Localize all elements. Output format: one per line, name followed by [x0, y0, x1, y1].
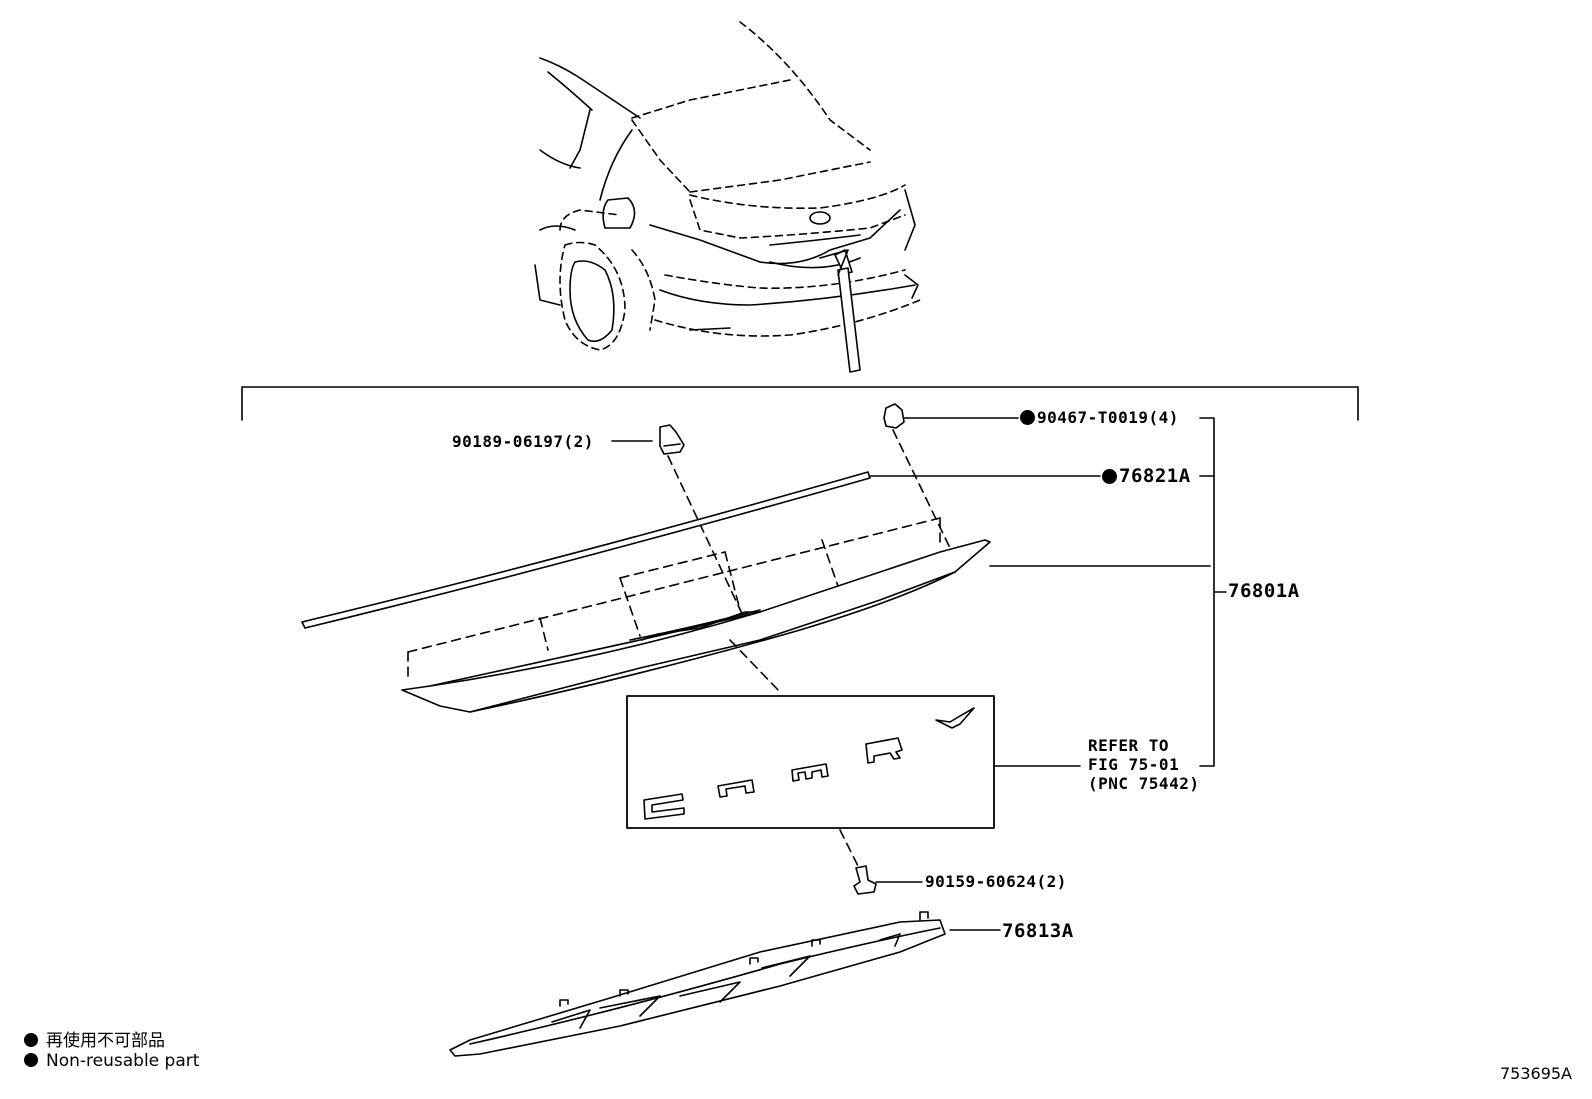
- non-reusable-dot-icon: [24, 1053, 38, 1067]
- part-number-90467: 90467-T0019(4): [1037, 408, 1179, 427]
- car-rear-illustration: [534, 21, 921, 373]
- refer-line-1: REFER TO: [1088, 736, 1170, 755]
- legend-text-en: Non-reusable part: [46, 1051, 200, 1071]
- part-number-90159: 90159-60624(2): [925, 872, 1067, 891]
- refer-line-2: FIG 75-01: [1088, 755, 1180, 774]
- clip-90189: [611, 424, 746, 621]
- refer-note: REFER TO FIG 75-01 (PNC 75442): [1088, 736, 1199, 793]
- screw-90159: [853, 865, 923, 895]
- part-number-76821a: 76821A: [1119, 465, 1191, 487]
- legend-english: Non-reusable part: [24, 1051, 199, 1071]
- garnish-76801a: [401, 517, 1211, 713]
- part-label-76821a: 76821A: [1102, 465, 1191, 487]
- part-number-76813a: 76813A: [1002, 920, 1074, 942]
- part-number-76801a: 76801A: [1228, 580, 1300, 602]
- figure-number: 753695A: [1499, 1064, 1572, 1083]
- part-label-90159: 90159-60624(2): [925, 872, 1067, 891]
- clip-90467: [883, 403, 1019, 549]
- part-label-90467: 90467-T0019(4): [1020, 408, 1179, 427]
- assembly-bracket: [241, 386, 1359, 421]
- molding-76821a: [301, 471, 1101, 629]
- non-reusable-dot-icon: [24, 1033, 38, 1047]
- legend-japanese: 再使用不可部品: [24, 1026, 165, 1051]
- assembly-bracket-right: [1199, 417, 1227, 767]
- non-reusable-dot-icon: [1102, 469, 1117, 484]
- refer-line-3: (PNC 75442): [1088, 774, 1200, 793]
- part-number-90189: 90189-06197(2): [452, 432, 594, 451]
- non-reusable-dot-icon: [1020, 410, 1035, 425]
- part-label-76801a: 76801A: [1228, 580, 1300, 602]
- emblem-box: [626, 695, 1081, 867]
- legend-text-jp: 再使用不可部品: [46, 1031, 165, 1051]
- part-label-90189: 90189-06197(2): [452, 432, 594, 451]
- part-label-76813a: 76813A: [1002, 920, 1074, 942]
- bracket-76813a: [449, 911, 1001, 1057]
